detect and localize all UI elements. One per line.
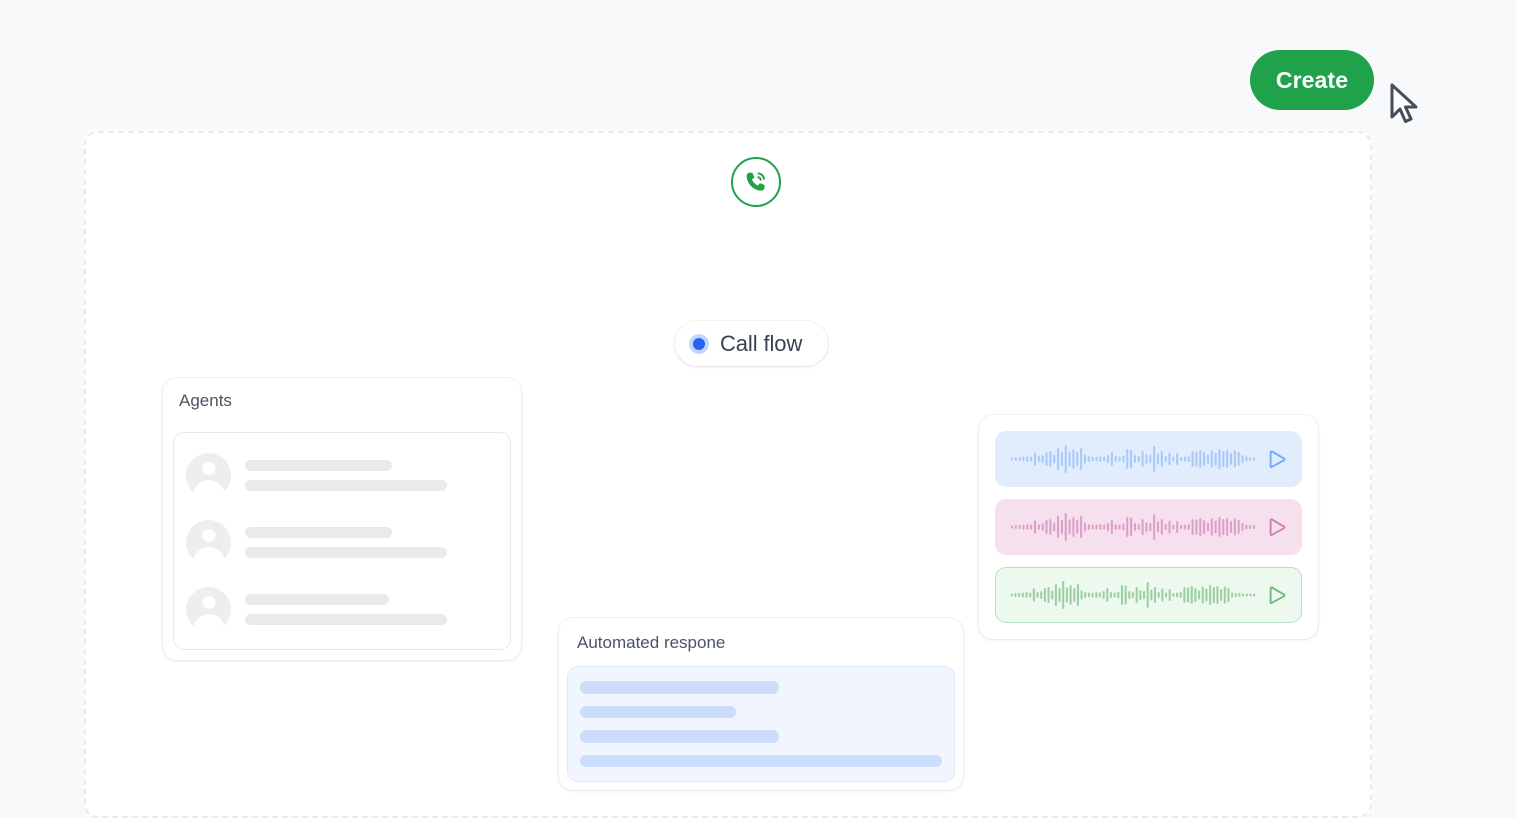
phone-call-icon [746,172,766,191]
audio-clip-blue[interactable] [995,431,1302,487]
agents-card-title: Agents [179,391,232,410]
call-flow-label: Call flow [720,330,803,356]
agent-list-item[interactable] [186,447,498,503]
agent-list-item[interactable] [186,514,498,570]
automated-response-title: Automated respone [577,633,726,652]
skeleton-line [245,479,448,491]
user-avatar-icon [186,586,231,632]
status-dot-icon [689,333,709,354]
audio-waveform-icon [1010,445,1256,473]
skeleton-line [580,730,780,743]
mouse-pointer-icon [1390,83,1418,123]
play-triangle-icon[interactable] [1264,582,1290,608]
audio-waveform-icon [1010,513,1256,541]
audio-clip-pink[interactable] [995,499,1302,555]
audio-clip-green[interactable] [995,567,1302,623]
skeleton-line [245,526,392,538]
skeleton-line [245,593,390,605]
skeleton-line [580,754,942,767]
agent-list-item[interactable] [186,581,498,637]
automated-response-body [567,666,955,782]
automated-response-card[interactable]: Automated respone [559,618,963,790]
skeleton-line [580,681,780,694]
agent-name-placeholder [245,593,498,625]
user-avatar-icon [186,519,231,565]
skeleton-line [580,705,736,718]
agents-list[interactable] [173,432,511,650]
agents-card[interactable]: Agents [163,378,521,660]
skeleton-line [245,613,448,625]
agent-name-placeholder [245,526,498,558]
skeleton-line [245,546,448,558]
audio-clips-panel[interactable] [979,415,1318,639]
create-button[interactable]: Create [1250,50,1374,110]
call-flow-node[interactable]: Call flow [675,321,828,366]
user-avatar-icon [186,452,231,498]
agent-name-placeholder [245,459,498,491]
phone-start-node[interactable] [731,157,781,207]
play-triangle-icon[interactable] [1264,514,1290,540]
skeleton-line [245,459,392,471]
audio-waveform-icon [1010,581,1256,609]
play-triangle-icon[interactable] [1264,446,1290,472]
